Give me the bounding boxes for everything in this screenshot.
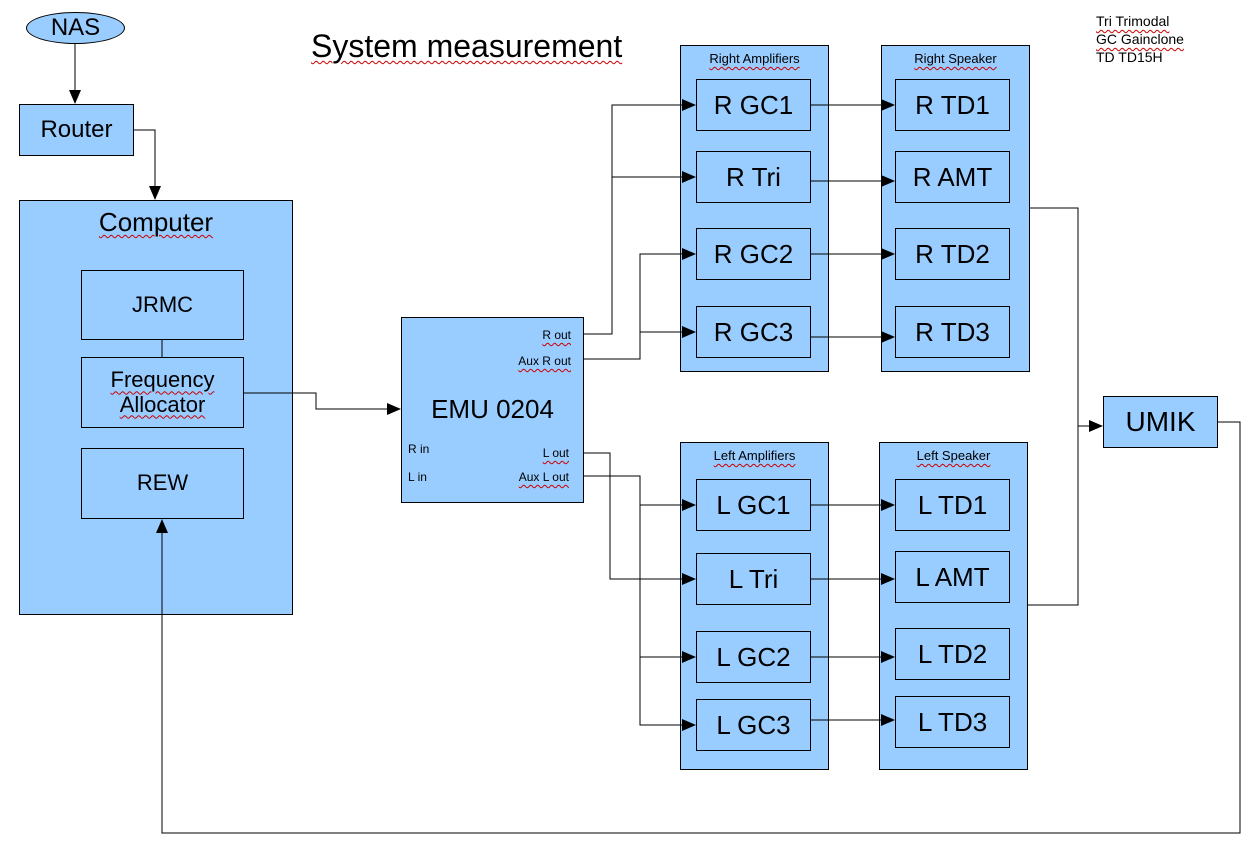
spk-r-td3: R TD3 bbox=[895, 306, 1010, 358]
wire-umik-rew bbox=[156, 421, 1241, 834]
router-node: Router bbox=[19, 104, 134, 156]
amp-r-gc3: R GC3 bbox=[696, 306, 811, 358]
umik-node: UMIK bbox=[1103, 396, 1218, 448]
legend-item: TD TD15H bbox=[1096, 49, 1163, 65]
emu-port-r-out: R out bbox=[542, 328, 571, 342]
jrmc-node: JRMC bbox=[81, 270, 244, 340]
emu-port-aux-r-out: Aux R out bbox=[518, 354, 571, 368]
amp-r-tri: R Tri bbox=[696, 151, 811, 203]
amp-l-tri: L Tri bbox=[696, 553, 811, 605]
amp-r-gc2: R GC2 bbox=[696, 228, 811, 280]
legend-item: GC Gainclone bbox=[1096, 31, 1184, 47]
emu-port-r-in: R in bbox=[408, 442, 430, 456]
wire-rightspeaker-umik bbox=[1030, 207, 1103, 432]
spk-r-td1: R TD1 bbox=[895, 79, 1010, 131]
rew-node: REW bbox=[81, 448, 244, 519]
spk-l-amt: L AMT bbox=[895, 551, 1010, 603]
wire-lout-ltri bbox=[584, 452, 696, 585]
emu-port-aux-l-out: Aux L out bbox=[518, 470, 569, 484]
spk-r-td2: R TD2 bbox=[895, 228, 1010, 280]
wire-frequency-emu bbox=[244, 392, 401, 415]
amp-l-gc2: L GC2 bbox=[696, 631, 811, 683]
wire-auxrout-rgc2 bbox=[584, 248, 696, 360]
computer-label: Computer bbox=[98, 207, 214, 237]
spk-r-amt: R AMT bbox=[895, 151, 1010, 203]
amp-l-gc3: L GC3 bbox=[696, 699, 811, 751]
amp-l-gc1: L GC1 bbox=[696, 479, 811, 531]
emu-port-l-in: L in bbox=[408, 470, 427, 484]
nas-node: NAS bbox=[26, 12, 125, 44]
amp-r-gc1: R GC1 bbox=[696, 79, 811, 131]
emu-port-l-out: L out bbox=[542, 446, 569, 460]
legend: Tri Trimodal GC Gainclone TD TD15H bbox=[1096, 12, 1184, 66]
wire-auxlout-lgc2 bbox=[639, 505, 696, 731]
spk-l-td2: L TD2 bbox=[895, 628, 1010, 680]
legend-item: Tri Trimodal bbox=[1096, 13, 1170, 29]
wire-leftspeaker-umik bbox=[1028, 426, 1079, 606]
spk-l-td1: L TD1 bbox=[895, 479, 1010, 531]
spk-l-td3: L TD3 bbox=[895, 696, 1010, 748]
frequency-allocator-node: Frequency Allocator bbox=[81, 357, 244, 428]
emu-0204-node: R out Aux R out EMU 0204 R in L in L out… bbox=[401, 317, 584, 503]
wire-rout-rgc1 bbox=[584, 99, 696, 335]
diagram-title: System measurement bbox=[311, 28, 623, 64]
wire-router-computer bbox=[134, 129, 161, 200]
wire-auxlout-lgc1 bbox=[584, 475, 696, 511]
emu-label: EMU 0204 bbox=[431, 394, 554, 424]
